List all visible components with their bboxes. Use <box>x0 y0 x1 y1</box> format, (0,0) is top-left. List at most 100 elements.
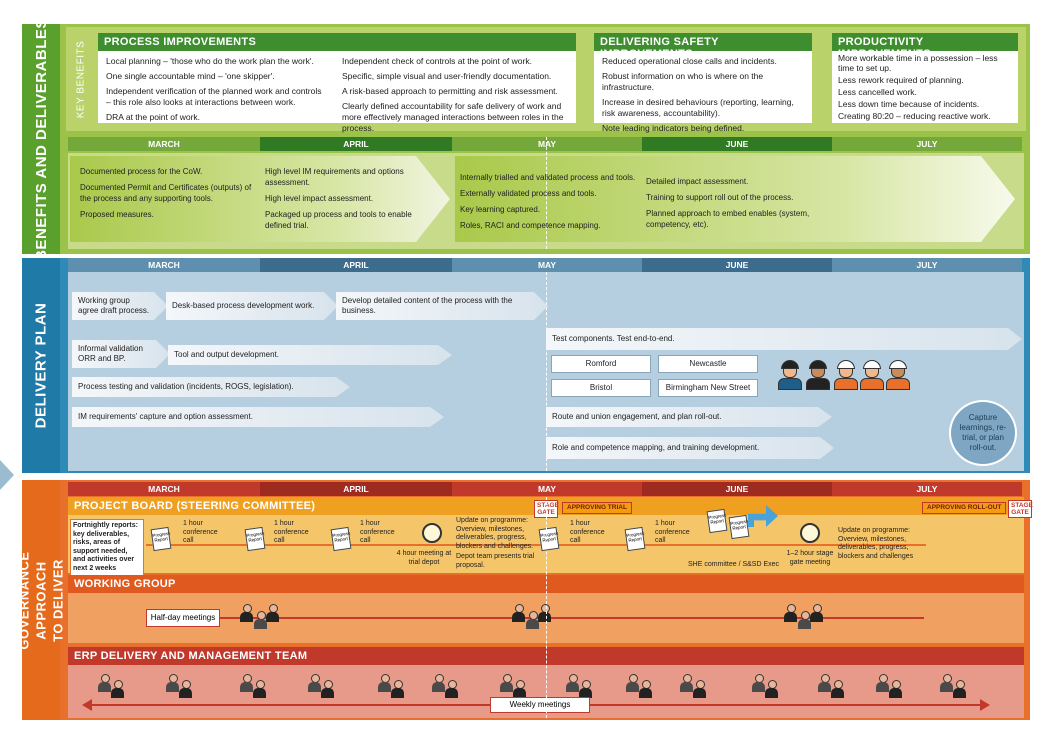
update-programme-2: Update on programme: Overview, milestone… <box>838 527 914 560</box>
key-benefits-label: KEY BENEFITS <box>75 40 87 118</box>
person-icon <box>818 674 831 692</box>
dp-may-divider <box>546 272 547 471</box>
deliverables-may: Internally trialled and validated proces… <box>460 172 640 236</box>
month-april: APRIL <box>260 137 452 151</box>
stage-gate-rollout: STAGE GATE <box>1008 500 1033 518</box>
task-process-testing: Process testing and validation (incident… <box>72 377 350 397</box>
person-icon <box>179 680 192 698</box>
process-improvements-title: PROCESS IMPROVEMENTS <box>98 33 576 51</box>
approving-rollout-tag: APPROVING ROLL-OUT <box>922 502 1007 514</box>
person-icon <box>166 674 179 692</box>
task-working-group: Working group agree draft process. <box>72 292 168 320</box>
conference-call-3: 1 hour conference call <box>360 520 395 544</box>
process-improvements-box: Local planning – 'those who do the work … <box>98 51 576 133</box>
productivity-improvements-title: PRODUCTIVITY IMPROVEMENTS <box>832 33 1018 60</box>
productivity-item: Less rework required of planning. <box>838 75 964 85</box>
deliverables-march: Documented process for the CoW. Document… <box>80 166 256 225</box>
deliverable-item: Planned approach to embed enables (syste… <box>646 209 810 229</box>
conference-call-1: 1 hour conference call <box>183 520 218 544</box>
half-day-meetings: Half-day meetings <box>146 609 220 627</box>
person-icon <box>513 680 526 698</box>
deliverable-item: High level IM requirements and options a… <box>265 167 404 187</box>
person-icon <box>240 674 253 692</box>
deliverable-item: Documented Permit and Certificates (outp… <box>80 183 252 203</box>
dp-month-april: APRIL <box>260 258 452 272</box>
person-icon <box>831 680 844 698</box>
productivity-item: Creating 80:20 – reducing reactive work. <box>838 111 991 121</box>
weekly-arrow-left-icon <box>82 699 92 711</box>
deliverable-item: Externally validated process and tools. <box>460 189 597 198</box>
deliverable-item: Roles, RACI and competence mapping. <box>460 221 601 230</box>
task-develop-content: Develop detailed content of the process … <box>336 292 548 320</box>
depot-text: Depot team presents trial proposal. <box>456 553 535 569</box>
person-icon <box>639 680 652 698</box>
progress-report-icon: Progress Report <box>624 526 646 552</box>
person-icon <box>680 674 693 692</box>
four-hour-meeting: 4 hour meeting at trial depot <box>396 550 452 566</box>
person-icon <box>500 674 513 692</box>
deliverable-item: Packaged up process and tools to enable … <box>265 210 412 230</box>
task-desk-based: Desk-based process development work. <box>166 292 338 320</box>
person-icon <box>953 680 966 698</box>
deliverable-item: Detailed impact assessment. <box>646 177 749 186</box>
capture-circle: Capture learnings, re-trial, or plan rol… <box>949 400 1017 466</box>
approving-trial-tag: APPROVING TRIAL <box>562 502 632 514</box>
person-icon <box>538 604 551 622</box>
side-arrow-icon <box>0 460 14 490</box>
person-icon <box>111 680 124 698</box>
process-item: Clearly defined accountability for safe … <box>342 101 564 133</box>
person-icon <box>693 680 706 698</box>
progress-report-icon: Progress Report <box>330 526 352 552</box>
gv-month-may: MAY <box>452 482 642 496</box>
deliverables-june: Detailed impact assessment. Training to … <box>646 176 826 235</box>
person-icon <box>321 680 334 698</box>
deliverables-arrow-left <box>70 156 450 242</box>
productivity-improvements-box: More workable time in a possession – les… <box>832 51 1018 123</box>
deliverables-april: High level IM requirements and options a… <box>265 166 430 236</box>
process-item: Independent check of controls at the poi… <box>342 56 532 66</box>
gv-may-divider <box>546 497 547 718</box>
worker-icon <box>806 360 830 390</box>
dp-month-july: JULY <box>832 258 1022 272</box>
conference-call-5: 1 hour conference call <box>655 520 690 544</box>
gv-month-april: APRIL <box>260 482 452 496</box>
update-programme-1: Update on programme: Overview, milestone… <box>456 517 544 570</box>
worker-icon <box>834 360 858 390</box>
person-icon <box>752 674 765 692</box>
gv-month-june: JUNE <box>642 482 832 496</box>
process-item: Local planning – 'those who do the work … <box>106 56 314 66</box>
safety-improvements-box: Reduced operational close calls and inci… <box>594 51 812 133</box>
safety-item: Increase in desired behaviours (reportin… <box>602 97 794 118</box>
process-item: A risk-based approach to permitting and … <box>342 86 558 96</box>
clock-icon <box>422 523 442 543</box>
productivity-item: Less cancelled work. <box>838 87 917 97</box>
deliverable-item: Proposed measures. <box>80 210 154 219</box>
person-icon <box>876 674 889 692</box>
person-icon <box>940 674 953 692</box>
safety-item: Reduced operational close calls and inci… <box>602 56 777 66</box>
process-item: One single accountable mind – 'one skipp… <box>106 71 275 81</box>
task-tool-development: Tool and output development. <box>168 345 452 365</box>
working-group-line <box>218 617 924 619</box>
person-icon <box>378 674 391 692</box>
may-divider <box>546 137 547 249</box>
person-icon <box>784 604 797 622</box>
person-icon <box>391 680 404 698</box>
person-icon <box>254 611 267 629</box>
person-icon <box>308 674 321 692</box>
capture-text: Capture learnings, re-trial, or plan rol… <box>959 413 1007 452</box>
dp-month-may: MAY <box>452 258 642 272</box>
productivity-item: More workable time in a possession – les… <box>838 53 998 73</box>
person-icon <box>445 680 458 698</box>
month-july: JULY <box>832 137 1022 151</box>
safety-improvements-title: DELIVERING SAFETY IMPROVEMENTS <box>594 33 812 60</box>
task-route-union: Route and union engagement, and plan rol… <box>546 407 832 427</box>
weekly-meetings: Weekly meetings <box>490 697 590 713</box>
progress-report-icon: Progress Report <box>538 526 560 552</box>
task-test-components: Test components. Test end-to-end. <box>546 328 1022 350</box>
location-birmingham: Birmingham New Street <box>658 379 758 397</box>
person-icon <box>266 604 279 622</box>
month-june: JUNE <box>642 137 832 151</box>
deliverable-item: High level impact assessment. <box>265 194 374 203</box>
progress-report-icon: Progress Report <box>728 514 750 540</box>
